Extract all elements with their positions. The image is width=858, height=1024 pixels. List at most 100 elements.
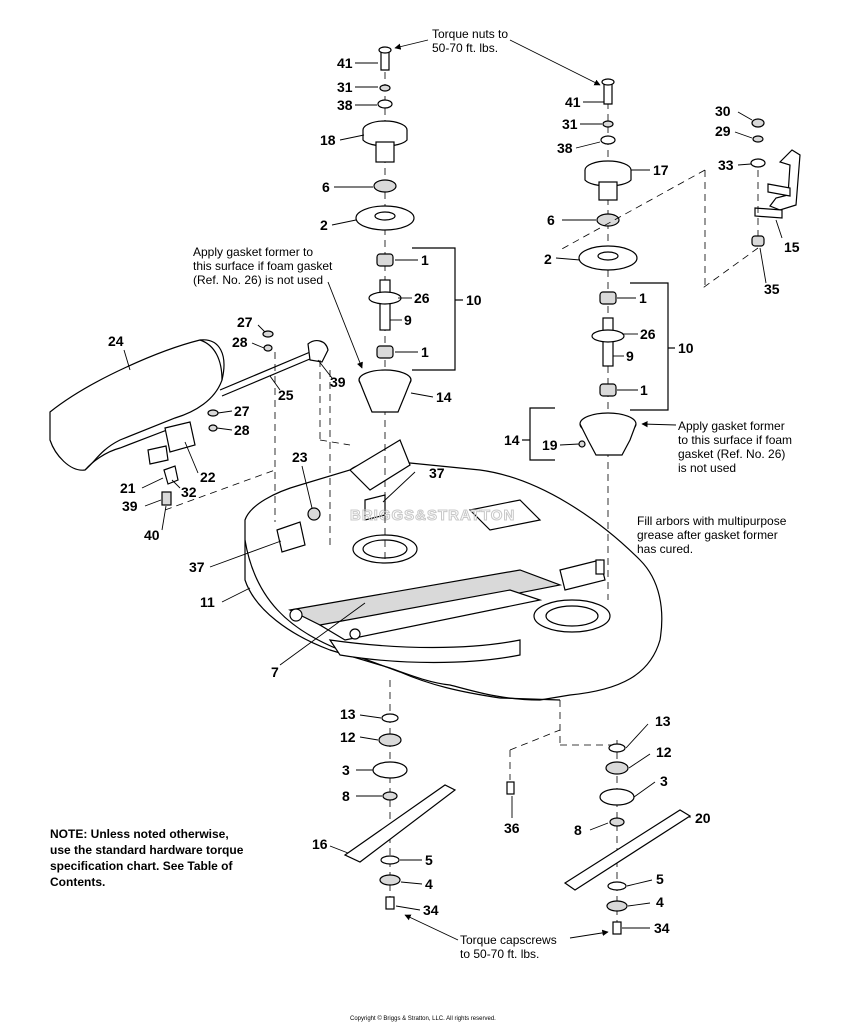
callout-26: 26 [640, 326, 656, 342]
callout-31: 31 [337, 79, 353, 95]
callout-1: 1 [640, 382, 648, 398]
callout-5: 5 [656, 871, 664, 887]
callout-41: 41 [337, 55, 353, 71]
callout-23: 23 [292, 449, 308, 465]
callout-29: 29 [715, 123, 731, 139]
callout-19: 19 [542, 437, 558, 453]
callout-28: 28 [234, 422, 250, 438]
callout-1: 1 [639, 290, 647, 306]
svg-text:Torque nuts to: Torque nuts to [432, 27, 508, 41]
callout-38: 38 [337, 97, 353, 113]
deck-housing [244, 439, 663, 701]
svg-text:grease after gasket former: grease after gasket former [637, 528, 778, 542]
callout-14: 14 [504, 432, 520, 448]
callout-4: 4 [656, 894, 664, 910]
svg-text:NOTE: Unless noted otherwise,: NOTE: Unless noted otherwise, [50, 827, 229, 841]
callout-6: 6 [322, 179, 330, 195]
callout-37: 37 [189, 559, 205, 575]
callout-2: 2 [544, 251, 552, 267]
callout-25: 25 [278, 387, 294, 403]
callout-32: 32 [181, 484, 197, 500]
callout-30: 30 [715, 103, 731, 119]
svg-text:has cured.: has cured. [637, 542, 693, 556]
left-blade-stack [343, 680, 457, 910]
callout-35: 35 [764, 281, 780, 297]
callout-3: 3 [660, 773, 668, 789]
callout-12: 12 [340, 729, 356, 745]
note-fill-arbors: Fill arbors with multipurpose grease aft… [637, 514, 787, 556]
group-brackets [412, 247, 675, 461]
callout-15: 15 [784, 239, 800, 255]
callout-38: 38 [557, 140, 573, 156]
belt-cover-assembly [49, 330, 351, 550]
svg-text:gasket (Ref. No. 26): gasket (Ref. No. 26) [678, 447, 785, 461]
right-blade-stack [559, 700, 692, 935]
callout-4: 4 [425, 876, 433, 892]
callout-24: 24 [108, 333, 124, 349]
note-torque-nuts: Torque nuts to 50-70 ft. lbs. [432, 27, 508, 55]
callout-34: 34 [423, 902, 439, 918]
callout-28: 28 [232, 334, 248, 350]
callout-27: 27 [237, 314, 253, 330]
callout-39: 39 [122, 498, 138, 514]
callout-13: 13 [655, 713, 671, 729]
callout-17: 17 [653, 162, 669, 178]
leader-lines [123, 62, 783, 929]
callout-2: 2 [320, 217, 328, 233]
callout-9: 9 [626, 348, 634, 364]
callout-31: 31 [562, 116, 578, 132]
callout-1: 1 [421, 344, 429, 360]
svg-text:Contents.: Contents. [50, 875, 105, 889]
callout-21: 21 [120, 480, 136, 496]
svg-text:Fill arbors with multipurpose: Fill arbors with multipurpose [637, 514, 787, 528]
svg-text:to this surface if foam: to this surface if foam [678, 433, 792, 447]
note-gasket-left: Apply gasket former to this surface if f… [193, 245, 333, 287]
callout-37: 37 [429, 465, 445, 481]
svg-text:this surface if foam gasket: this surface if foam gasket [193, 259, 333, 273]
callout-20: 20 [695, 810, 711, 826]
svg-text:to 50-70 ft. lbs.: to 50-70 ft. lbs. [460, 947, 539, 961]
callout-27: 27 [234, 403, 250, 419]
left-spindle-stack [355, 46, 415, 560]
callout-13: 13 [340, 706, 356, 722]
bracket-assembly [559, 118, 801, 291]
svg-text:use the standard hardware torq: use the standard hardware torque [50, 843, 244, 857]
callout-34: 34 [654, 920, 670, 936]
watermark-text: BRIGGS&STRATTON [350, 507, 515, 524]
callout-12: 12 [656, 744, 672, 760]
callout-labels: 41 31 38 18 6 2 1 26 9 10 1 14 41 31 38 … [108, 55, 800, 936]
svg-text:50-70 ft. lbs.: 50-70 ft. lbs. [432, 41, 498, 55]
copyright-text: Copyright © Briggs & Stratton, LLC. All … [350, 1015, 496, 1022]
callout-9: 9 [404, 312, 412, 328]
callout-40: 40 [144, 527, 160, 543]
callout-39: 39 [330, 374, 346, 390]
callout-36: 36 [504, 820, 520, 836]
callout-22: 22 [200, 469, 216, 485]
callout-16: 16 [312, 836, 328, 852]
callout-3: 3 [342, 762, 350, 778]
callout-6: 6 [547, 212, 555, 228]
callout-11: 11 [200, 594, 215, 610]
callout-41: 41 [565, 94, 581, 110]
callout-10: 10 [678, 340, 694, 356]
svg-text:is not used: is not used [678, 461, 736, 475]
svg-text:Apply gasket former to: Apply gasket former to [193, 245, 313, 259]
callout-10: 10 [466, 292, 482, 308]
svg-text:Apply gasket former: Apply gasket former [678, 419, 785, 433]
callout-1: 1 [421, 252, 429, 268]
callout-8: 8 [574, 822, 582, 838]
right-spindle-stack [578, 78, 638, 600]
callout-18: 18 [320, 132, 336, 148]
callout-8: 8 [342, 788, 350, 804]
callout-26: 26 [414, 290, 430, 306]
capscrew-36 [506, 729, 561, 795]
note-torque-capscrews: Torque capscrews to 50-70 ft. lbs. [460, 933, 557, 961]
svg-text:Torque capscrews: Torque capscrews [460, 933, 557, 947]
note-hardware: NOTE: Unless noted otherwise, use the st… [50, 827, 244, 889]
callout-7: 7 [271, 664, 279, 680]
svg-text:specification chart. See Table: specification chart. See Table of [50, 859, 234, 873]
callout-14: 14 [436, 389, 452, 405]
callout-33: 33 [718, 157, 734, 173]
callout-5: 5 [425, 852, 433, 868]
